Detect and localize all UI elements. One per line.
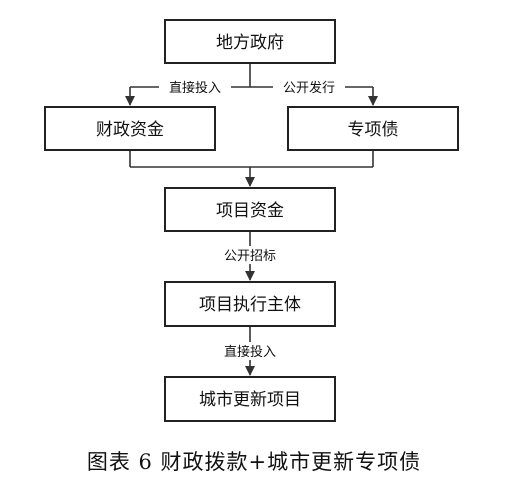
edge-label-bg bbox=[212, 342, 288, 360]
node-urban-renewal: 城市更新项目 bbox=[164, 376, 336, 422]
edge-label-bg bbox=[212, 246, 288, 264]
node-label: 专项债 bbox=[348, 120, 399, 140]
node-local-government: 地方政府 bbox=[164, 19, 336, 64]
node-special-bonds: 专项债 bbox=[287, 106, 459, 151]
node-executor: 项目执行主体 bbox=[164, 281, 336, 327]
figure-caption: 图表 6 财政拨款+城市更新专项债 bbox=[86, 450, 422, 474]
node-label: 财政资金 bbox=[96, 120, 164, 140]
flowchart: 直接投入 公开发行 公开招标 直接投入 地方政府 财政资金 专项债 项目资金 项… bbox=[44, 19, 459, 422]
edge-label-direct-invest-bottom: 直接投入 bbox=[224, 344, 276, 360]
node-label: 地方政府 bbox=[216, 33, 284, 53]
edge-label-public-tender: 公开招标 bbox=[224, 249, 276, 264]
node-label: 城市更新项目 bbox=[199, 390, 301, 410]
edge-label-public-issue: 公开发行 bbox=[283, 80, 335, 96]
edge-labels: 直接投入 公开发行 公开招标 直接投入 bbox=[159, 78, 345, 360]
node-label: 项目执行主体 bbox=[199, 295, 301, 315]
node-project-funds: 项目资金 bbox=[164, 187, 336, 232]
edge-label-direct-invest-top: 直接投入 bbox=[169, 80, 221, 96]
edge-label-bg bbox=[273, 78, 345, 96]
node-label: 项目资金 bbox=[216, 201, 284, 221]
node-fiscal-funds: 财政资金 bbox=[44, 106, 216, 151]
edge-label-bg bbox=[159, 78, 231, 96]
